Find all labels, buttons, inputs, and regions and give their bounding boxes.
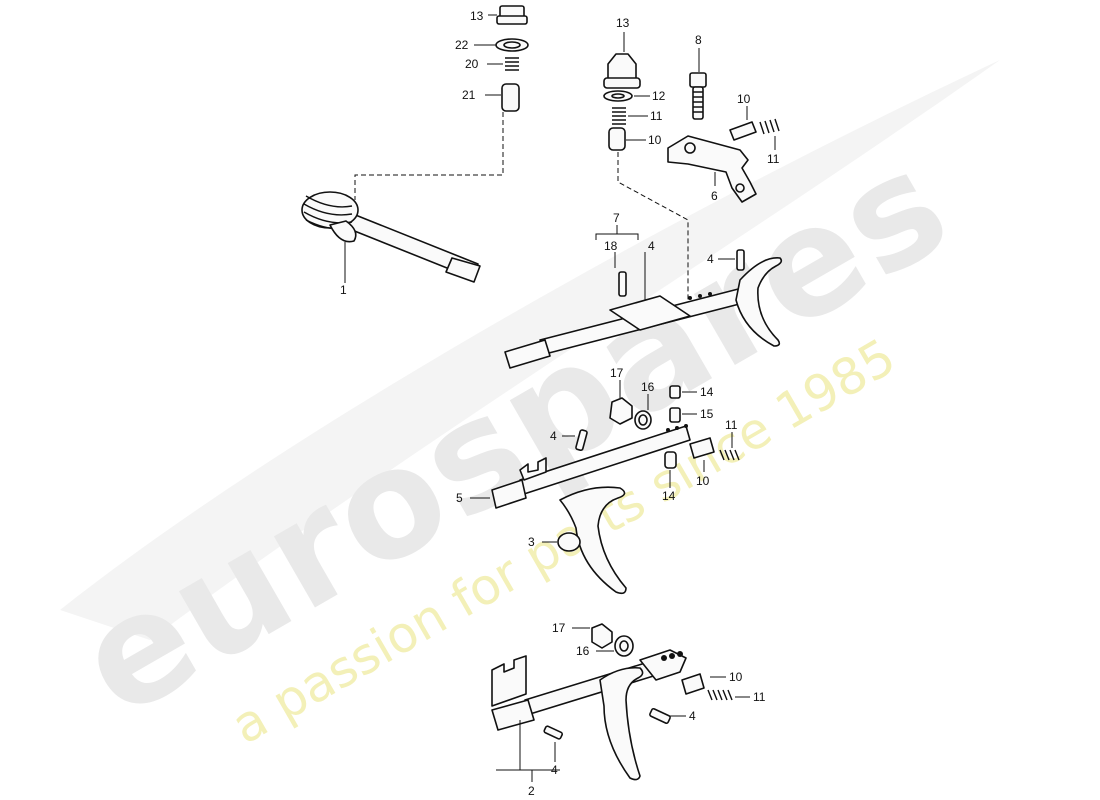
pin-21 [485, 83, 520, 112]
spring-20 [487, 57, 519, 71]
callout-10-bottom: 10 [729, 670, 743, 684]
spring-11-bottom [707, 689, 750, 701]
callout-13-left: 13 [470, 9, 484, 23]
callout-7: 7 [613, 211, 620, 225]
roll-pin-4-center [562, 429, 588, 452]
callout-labels: 13 22 20 21 1 13 12 11 10 8 10 11 6 7 18… [340, 9, 780, 798]
callout-10-center: 10 [696, 474, 710, 488]
callout-16-bottom: 16 [576, 644, 590, 658]
selector-shaft-1 [301, 191, 481, 283]
callout-14-top: 14 [700, 385, 714, 399]
callout-4-shaft7: 4 [648, 239, 655, 253]
bracket-group [667, 48, 780, 203]
ring-16-center [634, 394, 652, 430]
bracket-6 [667, 135, 757, 203]
guide-line-left [354, 112, 504, 200]
plug-13-left [488, 5, 528, 25]
roll-pin-4-fork7 [718, 249, 745, 271]
plug-13-middle [603, 32, 641, 89]
pin-15 [669, 407, 697, 423]
callout-16-center: 16 [641, 380, 655, 394]
pin-10-bracket [729, 106, 757, 141]
callout-4-bottom-right: 4 [689, 709, 696, 723]
callout-18: 18 [604, 239, 618, 253]
callout-12: 12 [652, 89, 666, 103]
detent-group-left [354, 5, 529, 200]
bolt-8 [689, 48, 707, 120]
plug-17-bottom [572, 623, 613, 649]
callout-11-bracket: 11 [767, 152, 780, 166]
fork-assembly-7 [504, 225, 783, 369]
spring-11-middle [612, 107, 648, 125]
fork-assembly-2 [491, 623, 750, 782]
callout-14-bottom: 14 [662, 489, 676, 503]
callout-3: 3 [528, 535, 535, 549]
callout-8: 8 [695, 33, 702, 47]
watermark-brand: eurospares [51, 116, 977, 751]
callout-17-center: 17 [610, 366, 624, 380]
callout-15: 15 [700, 407, 714, 421]
pin-14-bottom [664, 451, 677, 488]
callout-20: 20 [465, 57, 479, 71]
roll-pin-18 [618, 271, 627, 297]
fork-2 [599, 666, 644, 781]
pin-10-middle [608, 127, 646, 151]
callout-13-middle: 13 [616, 16, 630, 30]
callout-22: 22 [455, 38, 469, 52]
pin-14-top [669, 385, 697, 399]
callout-4-fork7: 4 [707, 252, 714, 266]
callout-2: 2 [528, 784, 535, 798]
callout-4-bottom-left: 4 [551, 763, 558, 777]
fork-3 [542, 486, 627, 595]
detent-group-middle [603, 32, 689, 302]
roll-pin-4-bottom-left [543, 725, 563, 762]
spring-11-bracket [759, 118, 780, 150]
pin-10-center [689, 437, 715, 472]
seal-22 [474, 38, 529, 52]
ring-16-bottom [596, 635, 634, 657]
callout-6: 6 [711, 189, 718, 203]
callout-11-center: 11 [725, 418, 738, 432]
watermark: eurospares a passion for parts since 198… [51, 60, 1000, 755]
callout-5: 5 [456, 491, 463, 505]
callout-11-middle: 11 [650, 109, 663, 123]
pin-10-bottom [681, 673, 726, 695]
detent-group-center [562, 380, 740, 488]
roll-pin-4-bottom-right [649, 708, 686, 724]
callout-21: 21 [462, 88, 476, 102]
seal-12 [603, 90, 650, 102]
callout-17-bottom: 17 [552, 621, 566, 635]
callout-11-bottom: 11 [753, 690, 766, 704]
callout-1: 1 [340, 283, 347, 297]
spring-11-center [719, 432, 740, 461]
callout-10-middle: 10 [648, 133, 662, 147]
fork-assembly-5 [470, 424, 691, 595]
callout-10-bracket: 10 [737, 92, 751, 106]
plug-17-center [609, 380, 633, 425]
fork-7 [735, 257, 783, 347]
callout-4-center: 4 [550, 429, 557, 443]
